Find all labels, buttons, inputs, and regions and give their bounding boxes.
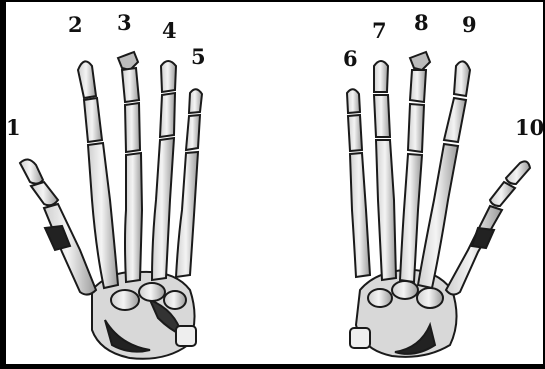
finger-label-4: 4: [162, 20, 177, 41]
right-finger-6-bones: [347, 89, 370, 277]
left-finger-3-bones: [118, 52, 142, 282]
right-finger-9-bones: [418, 61, 470, 288]
finger-label-8: 8: [414, 12, 429, 33]
left-finger-2-bones: [78, 61, 118, 288]
finger-label-7: 7: [372, 20, 387, 41]
left-finger-5-bones: [176, 89, 202, 277]
right-hand-skeleton: [347, 52, 530, 357]
finger-label-5: 5: [191, 46, 206, 67]
right-finger-10-bones: [446, 161, 530, 294]
finger-label-1: 1: [6, 117, 21, 138]
left-finger-4-bones: [152, 61, 176, 280]
finger-label-3: 3: [117, 12, 132, 33]
left-hand-skeleton: [20, 52, 202, 359]
right-finger-7-bones: [374, 61, 396, 280]
finger-label-9: 9: [462, 14, 477, 35]
left-finger-1-bones: [20, 159, 96, 294]
right-carpal-bones: [350, 270, 457, 357]
finger-label-10: 10: [515, 117, 544, 138]
finger-label-2: 2: [68, 14, 83, 35]
finger-label-6: 6: [343, 48, 358, 69]
